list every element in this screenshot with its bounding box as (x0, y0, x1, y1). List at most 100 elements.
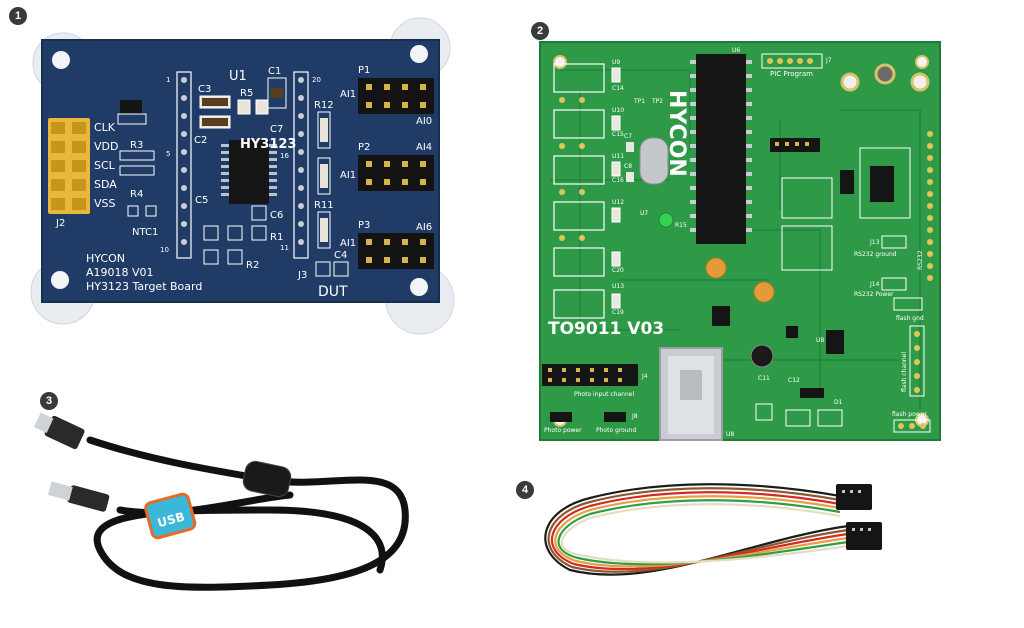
ribbon-wires (544, 483, 849, 576)
ai-label: AI1 (340, 238, 356, 249)
badge-3: 3 (40, 392, 58, 410)
photo-power-header (550, 412, 572, 422)
part-label: J7 (825, 57, 832, 64)
badge-4: 4 (516, 481, 534, 499)
silkscreen-line-3: HY3123 Target Board (86, 280, 202, 293)
photo-ground-label: Photo ground (596, 427, 636, 434)
ai-label: AI1 (340, 89, 356, 100)
ic-u1 (870, 166, 894, 202)
part-label-c3: C3 (198, 84, 211, 95)
usb-sticker (144, 492, 197, 540)
part-label-c5: C5 (195, 195, 208, 206)
pin-label-sda: SDA (94, 178, 117, 191)
part-label: R15 (675, 222, 687, 229)
chip-right-header (293, 71, 309, 259)
part-label: C8 (624, 163, 632, 170)
ic-u14 (840, 170, 854, 194)
part-label-r1: R1 (270, 232, 283, 243)
usb-a-plug (47, 481, 110, 512)
photo-power-label: Photo power (544, 427, 582, 434)
ic-soic (712, 306, 730, 326)
part-label: C11 (758, 375, 770, 382)
header-p1 (358, 78, 434, 114)
pin-label-vss: VSS (94, 197, 116, 210)
part-label: D1 (834, 399, 843, 406)
pin-number: 20 (312, 76, 321, 84)
ai-label: AI6 (416, 222, 432, 233)
part-label: U8 (726, 431, 734, 438)
connector-label-j2: J2 (55, 218, 65, 229)
part-label-c6: C6 (270, 210, 283, 221)
chip-label-u1: U1 (229, 69, 247, 84)
green-tester-board-photo: U9 C14 U10 C15 U11 C16 U12 C20 U13 C19 U… (539, 41, 941, 441)
part-label: C14 (612, 85, 624, 92)
blue-target-board-photo: CLK VDD SCL SDA VSS J2 R3 R4 NTC1 1 5 10… (30, 17, 455, 335)
ic-u8 (826, 330, 844, 354)
pin-label-scl: SCL (94, 159, 116, 172)
part-label-c2: C2 (194, 135, 207, 146)
header-p2 (358, 155, 434, 191)
ribbon-connector-1 (836, 484, 872, 510)
part-label: U12 (612, 199, 624, 206)
part-label: U10 (612, 107, 624, 114)
part-label: J14 (869, 281, 880, 288)
part-label: U13 (612, 283, 624, 290)
part-label-r3: R3 (130, 140, 143, 151)
part-label: U11 (612, 153, 624, 160)
part-label-r4: R4 (130, 189, 143, 200)
rs232-power-label: RS232 Power (854, 291, 894, 298)
part-label-r2: R2 (246, 260, 259, 271)
pin-number: 5 (166, 150, 170, 158)
flash-channel-label: flash channel (901, 352, 908, 392)
board-title: TO9011 V03 (548, 319, 664, 339)
silkscreen-line-1: HYCON (86, 252, 125, 265)
ai-label: AI4 (416, 142, 432, 153)
tantalum-capacitor (753, 281, 775, 303)
part-label: C7 (624, 133, 632, 140)
usb-b-connector (659, 347, 723, 441)
electrolytic-capacitor (750, 344, 774, 368)
photo-input-header (542, 364, 638, 386)
part-label-j3: J3 (297, 270, 307, 281)
part-label: U9 (612, 59, 620, 66)
photo-input-label: Photo input channel (574, 391, 634, 398)
pin-label-vdd: VDD (94, 140, 118, 153)
flash-gnd-label: flash gnd (896, 315, 924, 322)
part-label: U8 (816, 337, 824, 344)
pin-number: 1 (166, 76, 170, 84)
ntc-label: NTC1 (132, 227, 158, 238)
header-label-p1: P1 (358, 65, 370, 76)
part-label-c1: C1 (268, 66, 281, 77)
usb-sticker-label: USB (156, 510, 186, 531)
header-label-p3: P3 (358, 220, 370, 231)
pin-label-clk: CLK (94, 121, 116, 134)
ferrite-core (242, 460, 292, 498)
part-label: C20 (612, 267, 624, 274)
flash-channel-header (909, 325, 925, 397)
badge-2: 2 (531, 22, 549, 40)
ribbon-connector-2 (846, 522, 882, 550)
part-label: C15 (612, 131, 624, 138)
part-label-r5: R5 (240, 88, 253, 99)
part-label: C12 (788, 377, 800, 384)
silkscreen-line-2: A19018 V01 (86, 266, 154, 279)
part-label: J8 (631, 413, 638, 420)
pin-number: 16 (280, 152, 289, 160)
photo-ground-header (604, 412, 626, 422)
part-label: TP2 (651, 98, 663, 105)
transistor (786, 326, 798, 338)
part-label-r12: R12 (314, 100, 334, 111)
chip-left-header (176, 71, 192, 259)
chip-part-label: HY3123 (240, 137, 296, 152)
header-p3 (358, 233, 434, 269)
usb-b-plug (33, 412, 85, 450)
part-label: U7 (640, 210, 648, 217)
part-label-r11: R11 (314, 200, 334, 211)
j2-pin-header (48, 118, 90, 214)
part-label-c7: C7 (270, 124, 283, 135)
part-label-c4: C4 (334, 250, 347, 261)
pic-program-label: PIC Program (770, 70, 813, 78)
status-led (658, 212, 674, 228)
part-label: TP1 (633, 98, 645, 105)
dut-label: DUT (318, 284, 348, 300)
